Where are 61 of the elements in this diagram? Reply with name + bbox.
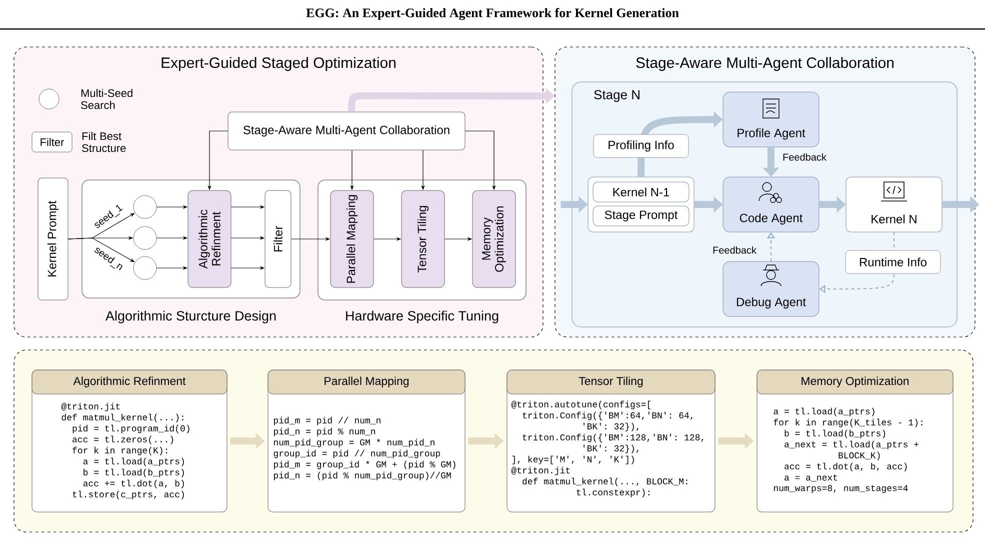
code-line: 'BK': 32}), (584, 444, 638, 454)
agent-box: Code Agent (722, 176, 820, 232)
code-line: ], key=['M', 'N', 'K']) (512, 456, 634, 464)
code-line: acc += tl.dot(a, b) (83, 480, 184, 488)
code-line: for k in range(K_tiles - 1): (774, 418, 922, 428)
agent-box: Debug Agent (722, 261, 820, 317)
code-card: Memory Optimization a = tl.load(a_ptrs) for k in range(K_tiles - 1): b = tl.load(b_ptrs) a_next = tl.load(a_ptrs + BLOCK_K) acc = tl.dot(a, b, acc) a = a_next num_warps=8, num_stages=4 (756, 370, 954, 512)
process-box: Algorithmic Refinment (188, 190, 232, 288)
legend-item: Filter Filt Best Structure (32, 132, 126, 152)
code-line: pid_m = pid // num_n (274, 416, 380, 426)
code-card: Tensor Tiling @triton.autotune(configs=[ triton.Config({'BM':64,'BN': 64, 'BK': 32}), triton.Config({'BM':128,'BN': 128, 'BK': 32}), ], key=['M', 'N', 'K']) @triton.jit def matmul_kernel(..., BLOCK_M: tl.constexpr): (506, 370, 716, 512)
code-line: triton.Config({'BM':128,'BN': 128, (522, 434, 704, 442)
code-line: @triton.jit (61, 402, 120, 412)
code-line: group_id = pid // num_pid_group (274, 450, 440, 458)
edge-label: Profiling Info (593, 134, 689, 158)
seed-circle (133, 256, 157, 280)
code-line: for k in range(K): (72, 446, 168, 456)
input-box: Kernel N-1 (592, 182, 690, 202)
process-box: Parallel Mapping (330, 190, 374, 288)
edge-label: Runtime Info (845, 250, 941, 274)
code-card: Algorithmic Refinment @triton.jit def matmul_kernel(...): pid = tl.program_id(0) acc = tl.zeros(...) for k in range(K): a = tl.load(a_ptrs) b = tl.load(b_ptrs) acc += tl.dot(a, b) tl.store(c_ptrs, acc) (32, 370, 228, 512)
process-box: Memory Optimization (472, 190, 516, 288)
code-line: BLOCK_K) (838, 452, 880, 460)
code-line: a_next = tl.load(a_ptrs + (784, 440, 918, 450)
code-line: acc = tl.zeros(...) (72, 436, 174, 444)
code-line: pid_n = (pid % num_pid_group)//GM (274, 472, 451, 480)
code-line: tl.store(c_ptrs, acc) (72, 490, 184, 500)
agent-box: Profile Agent (722, 92, 820, 148)
output-box: Kernel N (846, 176, 942, 232)
code-line: a = tl.load(a_ptrs) (774, 408, 874, 416)
code-line: num_pid_group = GM * num_pid_n (274, 438, 434, 448)
edge-label: Feedback (713, 246, 756, 254)
process-box: Tensor Tiling (401, 190, 445, 288)
node-label: Hardware Specific Tuning (346, 310, 498, 324)
code-line: b = tl.load(b_ptrs) (84, 468, 184, 478)
seed-circle (133, 195, 157, 219)
code-line: triton.Config({'BM':64,'BN': 64, (522, 412, 692, 420)
code-line: a = a_next (784, 474, 838, 482)
code-line: pid_m = group_id * GM + (pid % GM) (274, 460, 456, 470)
code-line: @triton.autotune(configs=[ (511, 400, 650, 410)
code-line: 'BK': 32}), (584, 422, 638, 432)
code-line: tl.constexpr): (576, 488, 650, 498)
input-box: Stage Prompt (592, 206, 690, 226)
code-line: a = tl.load(a_ptrs) (83, 458, 184, 466)
code-card: Parallel Mapping pid_m = pid // num_n pid_n = pid % num_n num_pid_group = GM * num_pid_n group_id = pid // num_pid_group pid_m = group_id * GM + (pid % GM) pid_n = (pid % num_pid_group)//GM (268, 370, 466, 512)
code-line: def matmul_kernel(..., BLOCK_M: (522, 478, 688, 486)
code-line: num_warps=8, num_stages=4 (774, 485, 908, 493)
edge-label: Feedback (783, 153, 826, 161)
seed-circle (133, 226, 157, 250)
code-line: acc = tl.dot(a, b, acc) (784, 462, 907, 472)
input-box: Kernel Prompt (38, 178, 68, 300)
filter-box: Filter (264, 190, 292, 288)
figure-title: EGG: An Expert-Guided Agent Framework for Kernel Generation (306, 8, 679, 20)
code-line: b = tl.load(b_ptrs) (784, 430, 886, 438)
process-box: Stage-Aware Multi-Agent Collaboration (228, 112, 466, 150)
code-line: pid = tl.program_id(0) (72, 424, 190, 434)
legend-item: Multi-Seed Search (38, 88, 132, 110)
code-line: def matmul_kernel(...): (62, 414, 184, 422)
code-line: pid_n = pid % num_n (274, 428, 376, 436)
code-line: @triton.jit (511, 466, 570, 476)
node-label: Algorithmic Sturcture Design (106, 310, 276, 324)
